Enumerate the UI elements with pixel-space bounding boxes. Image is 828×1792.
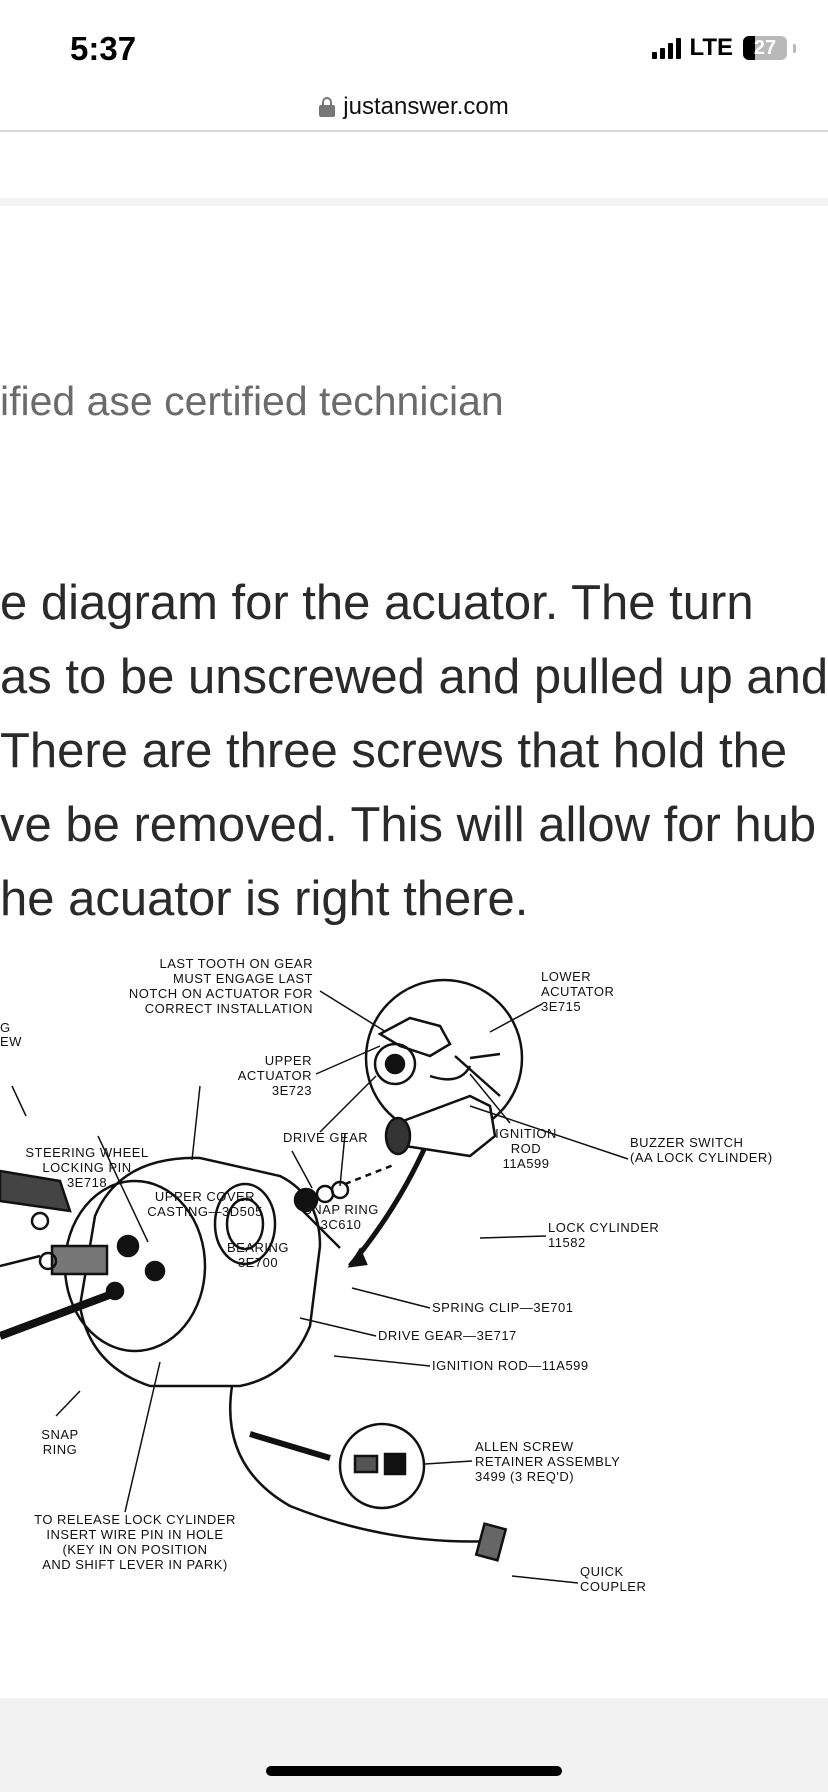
label-buzzer-switch: BUZZER SWITCH	[630, 1135, 743, 1150]
label-release-lock: INSERT WIRE PIN IN HOLE	[46, 1527, 223, 1542]
label-steering-wheel-pin: 3E718	[67, 1175, 107, 1190]
answer-line: as to be unscrewed and pulled up and	[0, 650, 828, 704]
label-upper-cover: UPPER COVER	[155, 1189, 255, 1204]
label-upper-actuator: 3E723	[272, 1083, 312, 1098]
address-bar[interactable]: justanswer.com	[0, 84, 828, 130]
label-steering-wheel-pin: STEERING WHEEL	[25, 1145, 148, 1160]
label-upper-cover: CASTING—3D505	[147, 1204, 263, 1219]
label-upper-actuator: UPPER	[265, 1053, 312, 1068]
lock-icon	[319, 97, 336, 117]
battery-tip	[793, 43, 796, 53]
answer-line: e diagram for the acuator. The turn	[0, 576, 754, 630]
diagram-drawing	[0, 978, 524, 1562]
status-time: 5:37	[70, 30, 137, 67]
label-drive-gear-3e717: DRIVE GEAR—3E717	[378, 1328, 517, 1343]
label-lower-actuator: LOWER	[541, 969, 591, 984]
label-release-lock: (KEY IN ON POSITION	[62, 1542, 207, 1557]
label-upper-actuator: ACTUATOR	[238, 1068, 312, 1083]
answer-line: ve be removed. This will allow for hub	[0, 798, 817, 852]
battery-level: 27	[753, 37, 777, 59]
url-text[interactable]: justanswer.com	[343, 93, 509, 120]
signal-icon	[652, 37, 682, 59]
label-ignition-rod: IGNITION	[495, 1126, 557, 1141]
label-partial: G	[0, 1020, 11, 1035]
label-last-tooth: NOTCH ON ACTUATOR FOR	[129, 986, 313, 1001]
answer-text: e diagram for the acuator. The turn as t…	[0, 566, 828, 936]
label-allen-screw: RETAINER ASSEMBLY	[475, 1454, 620, 1469]
label-bearing: BEARING	[227, 1240, 289, 1255]
page-footer	[0, 1698, 828, 1792]
label-steering-wheel-pin: LOCKING PIN	[42, 1160, 131, 1175]
label-quick-coupler: QUICK	[580, 1564, 624, 1579]
label-snap-ring-3c610: SNAP RING	[303, 1202, 379, 1217]
label-ignition-rod: 11A599	[503, 1156, 550, 1171]
status-bar: 5:37 LTE 27	[0, 0, 828, 90]
label-allen-screw: ALLEN SCREW	[475, 1439, 574, 1454]
label-lock-cylinder: LOCK CYLINDER	[548, 1220, 659, 1235]
section-divider	[0, 198, 828, 206]
label-partial: EW	[0, 1034, 22, 1049]
label-quick-coupler: COUPLER	[580, 1579, 646, 1594]
steering-column-diagram[interactable]: LAST TOOTH ON GEAR MUST ENGAGE LAST NOTC…	[0, 946, 828, 1626]
battery-icon: 27	[743, 36, 787, 60]
header-divider	[0, 130, 828, 132]
label-last-tooth: MUST ENGAGE LAST	[173, 971, 313, 986]
network-type: LTE	[689, 34, 733, 61]
label-lower-actuator: 3E715	[541, 999, 581, 1014]
label-lower-actuator: ACUTATOR	[541, 984, 614, 999]
answer-line: There are three screws that hold the	[0, 724, 788, 778]
label-release-lock: TO RELEASE LOCK CYLINDER	[34, 1512, 236, 1527]
label-ignition-rod: ROD	[511, 1141, 541, 1156]
label-buzzer-switch: (AA LOCK CYLINDER)	[630, 1150, 773, 1165]
status-indicators: LTE 27	[652, 34, 796, 62]
label-spring-clip: SPRING CLIP—3E701	[432, 1300, 573, 1315]
label-last-tooth: LAST TOOTH ON GEAR	[160, 956, 313, 971]
label-snap-ring: SNAP	[41, 1427, 78, 1442]
label-snap-ring: RING	[43, 1442, 78, 1457]
leader-lines	[11, 990, 629, 1584]
label-allen-screw: 3499 (3 REQ'D)	[475, 1469, 574, 1484]
diagram-labels: LAST TOOTH ON GEAR MUST ENGAGE LAST NOTC…	[0, 956, 773, 1594]
label-drive-gear: DRIVE GEAR	[283, 1130, 368, 1145]
answer-line: he acuator is right there.	[0, 872, 529, 926]
label-ignition-rod-11a599: IGNITION ROD—11A599	[432, 1358, 589, 1373]
label-snap-ring-3c610: 3C610	[321, 1217, 362, 1232]
diagram-svg: LAST TOOTH ON GEAR MUST ENGAGE LAST NOTC…	[0, 956, 773, 1594]
label-bearing: 3E700	[238, 1255, 278, 1270]
label-release-lock: AND SHIFT LEVER IN PARK)	[42, 1557, 228, 1572]
label-lock-cylinder: 11582	[548, 1235, 586, 1250]
expert-title: ified ase certified technician	[0, 378, 504, 424]
home-indicator[interactable]	[266, 1766, 562, 1776]
label-last-tooth: CORRECT INSTALLATION	[145, 1001, 313, 1016]
